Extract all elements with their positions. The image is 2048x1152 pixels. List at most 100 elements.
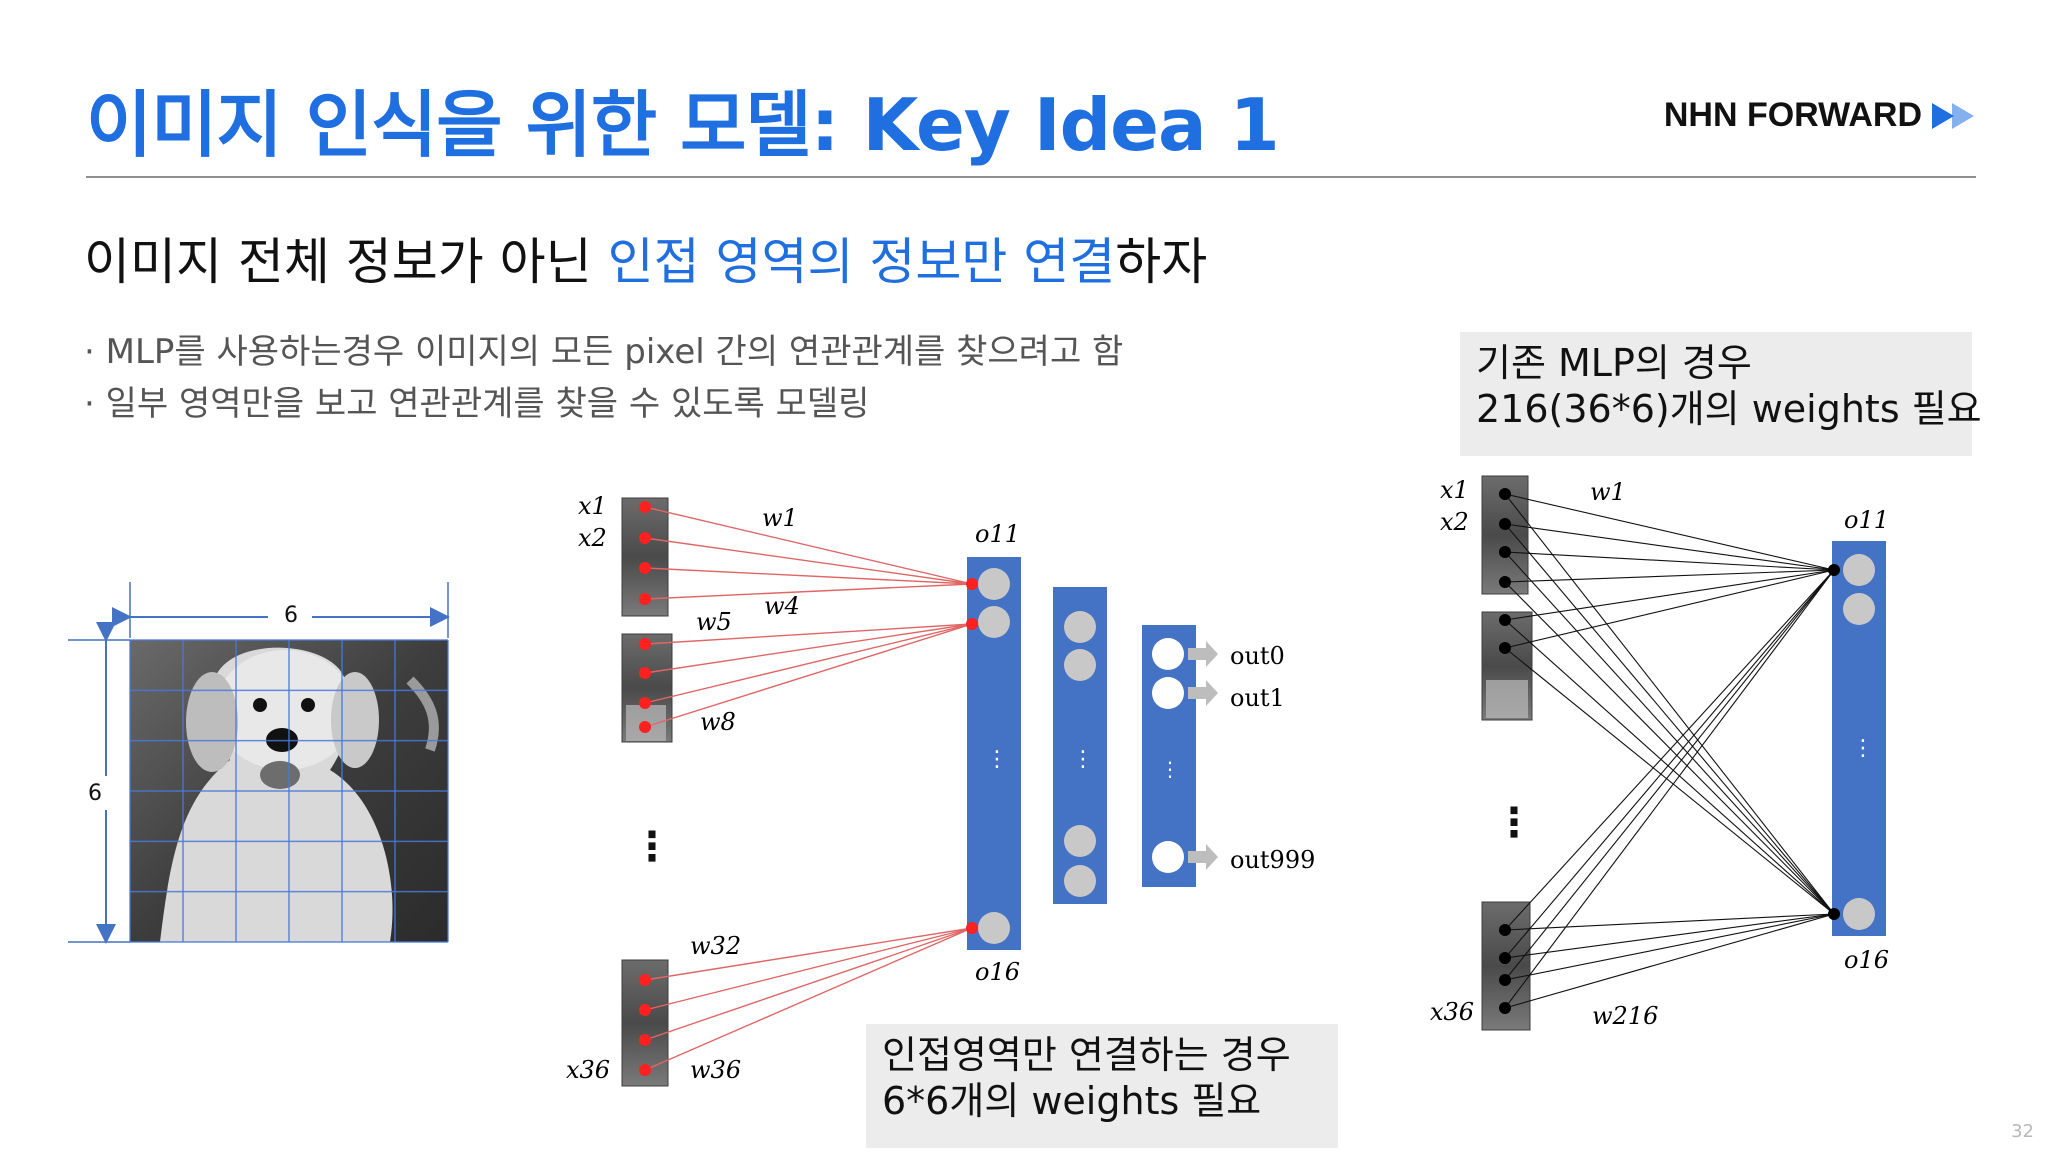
ellipsis-dots: ⋮ [1852,736,1874,761]
mlp-input-label-x1: x1 [1440,476,1469,504]
input-pixel-dot [639,721,651,733]
mlp-weights-note: 기존 MLP의 경우 216(36*6)개의 weights 필요 [1460,332,1982,456]
mlp-hidden-label-o16: o16 [1844,946,1889,974]
input-pixel-dot [639,974,651,986]
note-line: 기존 MLP의 경우 [1476,341,1752,385]
weight-edge [644,927,973,981]
hidden-node-o11 [978,568,1010,600]
local-connection-diagram: ⋮ ⋮ ⋮ ⋮ x1 x2 x36 w1 w4 w5 w8 w32 w36 o1… [566,492,1315,1087]
weight-edge [644,623,973,645]
weight-label-w4: w4 [764,592,800,620]
weight-edge [644,567,973,585]
title-divider [86,176,1976,178]
hidden-label-o16: o16 [975,958,1020,986]
input-pixel-dot [639,593,651,605]
slide-subtitle: 이미지 전체 정보가 아닌 인접 영역의 정보만 연결하자 [84,222,1207,294]
width-label: 6 [284,603,298,628]
weight-edge [644,583,973,600]
mlp-weight-edge [1504,523,1835,571]
local-edges [639,501,978,1076]
mlp-input-pixel-dot [1499,1002,1511,1014]
weight-label-w36: w36 [690,1056,741,1084]
mlp-weight-edge [1504,493,1835,571]
hidden-input-dot [966,922,978,934]
mlp-weight-edge [1504,551,1835,915]
mlp-weight-edge [1504,913,1835,931]
mlp-input-pixel-dot [1499,924,1511,936]
weight-edge [644,623,973,728]
local-weights-note: 인접영역만 연결하는 경우 6*6개의 weights 필요 [866,1024,1338,1148]
weight-edge [644,506,973,585]
ellipsis-dots: ⋮ [1072,747,1094,772]
hidden-input-dot [966,578,978,590]
input-label-x1: x1 [578,492,607,520]
weight-edge [644,537,973,585]
hidden-node-o16 [978,912,1010,944]
mlp-input-pixel-dot [1499,518,1511,530]
hidden-label-o11: o11 [975,520,1020,548]
mlp-weight-edge [1504,913,1835,981]
output-node-out1 [1152,677,1184,709]
subtitle-suffix: 하자 [1115,233,1208,291]
note-line: 인접영역만 연결하는 경우 [882,1033,1291,1077]
weight-edge [644,927,973,1011]
layer2-node [1064,611,1096,643]
mlp-hidden-input-dot [1828,564,1840,576]
note-line: 216(36*6)개의 weights 필요 [1476,387,1982,431]
mlp-weight-edge [1504,913,1835,1009]
bullet-item: · 일부 영역만을 보고 연관관계를 찾을 수 있도록 모델링 [84,384,870,424]
mlp-weight-edge [1504,569,1835,931]
note-line: 6*6개의 weights 필요 [882,1079,1262,1123]
subtitle-highlight: 인접 영역의 정보만 연결 [607,233,1116,291]
weight-label-w5: w5 [696,608,732,636]
image-grid-figure: 6 6 [68,582,450,944]
input-pixel-dot [639,1034,651,1046]
mlp-input-pixel-dot [1499,546,1511,558]
ellipsis-dots: ⋮ [986,747,1008,772]
input-pixel-dot [639,501,651,513]
mlp-input-label-x36: x36 [1430,998,1474,1026]
mlp-weight-edge [1504,569,1835,981]
mlp-input-label-x2: x2 [1440,508,1469,536]
output-arrows [1188,641,1218,870]
mlp-hidden-input-dot [1828,908,1840,920]
mlp-weight-edge [1504,569,1835,959]
weight-edge [644,927,973,1071]
mlp-weight-edge [1504,619,1835,915]
input-pixel-dot [639,697,651,709]
mlp-input-pixel-dot [1499,974,1511,986]
mlp-input-pixel-dot [1499,576,1511,588]
ellipsis-dots: ⋮ [1494,800,1534,846]
full-mlp-diagram: ⋮ ⋮ x1 x2 x36 w1 w216 o11 o16 [1430,475,1889,1031]
height-label: 6 [88,781,102,806]
output-label-out0: out0 [1230,642,1285,670]
mlp-weight-edge [1504,569,1835,649]
mlp-weight-edge [1504,647,1835,915]
mlp-weight-edge [1504,523,1835,915]
input-label-x36: x36 [566,1056,610,1084]
mlp-weight-edge [1504,551,1835,571]
input-pixel-dot [639,638,651,650]
double-play-icon [1932,102,1974,129]
output-node-out999 [1152,841,1184,873]
ellipsis-dots: ⋮ [632,824,672,870]
ellipsis-dots: ⋮ [1160,757,1180,781]
weight-edge [644,623,973,704]
subtitle-prefix: 이미지 전체 정보가 아닌 [84,233,608,291]
input-pixel-dot [639,532,651,544]
mlp-weight-edge [1504,569,1835,621]
weight-edge [644,623,973,674]
layer2-node [1064,865,1096,897]
mlp-input-pixel-dot [1499,614,1511,626]
layer2-node [1064,825,1096,857]
mlp-input-patch-2-bright [1486,680,1528,718]
mlp-weight-edge [1504,569,1835,583]
input-label-x2: x2 [578,524,607,552]
height-label-bg [84,776,124,810]
mlp-weight-edge [1504,581,1835,915]
input-pixel-dot [639,667,651,679]
output-node-out0 [1152,638,1184,670]
mlp-edges [1499,488,1840,1014]
width-label-bg [268,596,312,636]
